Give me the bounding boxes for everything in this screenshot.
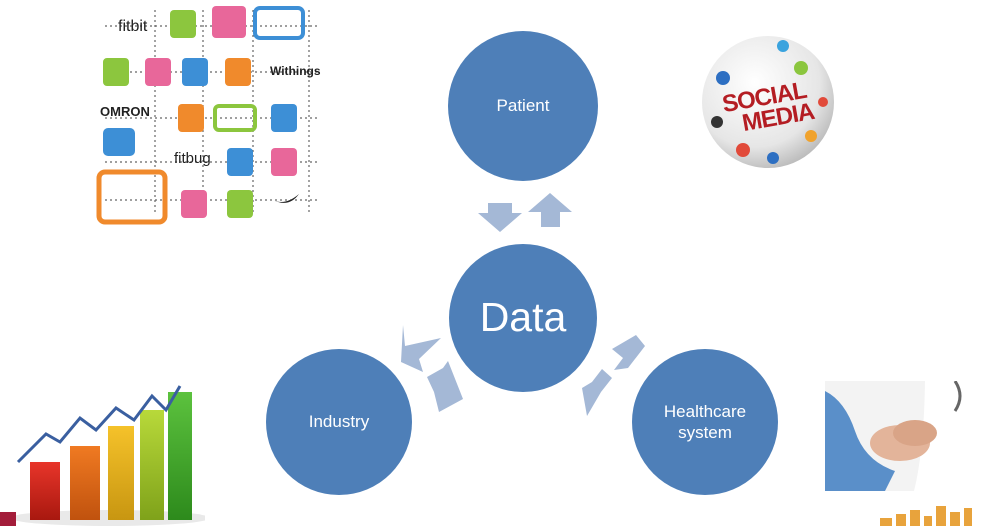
brand-fitbug: fitbug [174, 150, 211, 167]
brand-withings: Withings [270, 64, 321, 78]
industry-node: Industry [266, 349, 412, 495]
corner-decoration [880, 506, 972, 526]
arrow-up-to-patient [528, 193, 572, 227]
arrow-from-healthcare [582, 369, 612, 416]
growth-chart-image [10, 385, 205, 526]
healthcare-label-line-2: system [678, 423, 732, 442]
industry-label: Industry [308, 412, 370, 432]
patient-label: Patient [496, 96, 550, 116]
accent-bar [0, 512, 16, 526]
social-media-image [702, 36, 834, 168]
data-node: Data [449, 244, 597, 392]
care-hands-image [825, 381, 994, 491]
brand-omron: OMRON [100, 104, 150, 119]
arrow-to-industry [401, 325, 441, 372]
data-label: Data [479, 294, 567, 341]
healthcare-label: Healthcare system [664, 401, 746, 444]
arrow-down-to-data [478, 203, 522, 232]
brand-fitbit: fitbit [118, 18, 148, 35]
fitness-devices-image [96, 6, 320, 225]
arrow-to-healthcare [612, 335, 645, 370]
healthcare-node: Healthcare system [632, 349, 778, 495]
patient-node: Patient [448, 31, 598, 181]
healthcare-label-line-1: Healthcare [663, 401, 747, 421]
arrow-from-industry [427, 361, 463, 412]
